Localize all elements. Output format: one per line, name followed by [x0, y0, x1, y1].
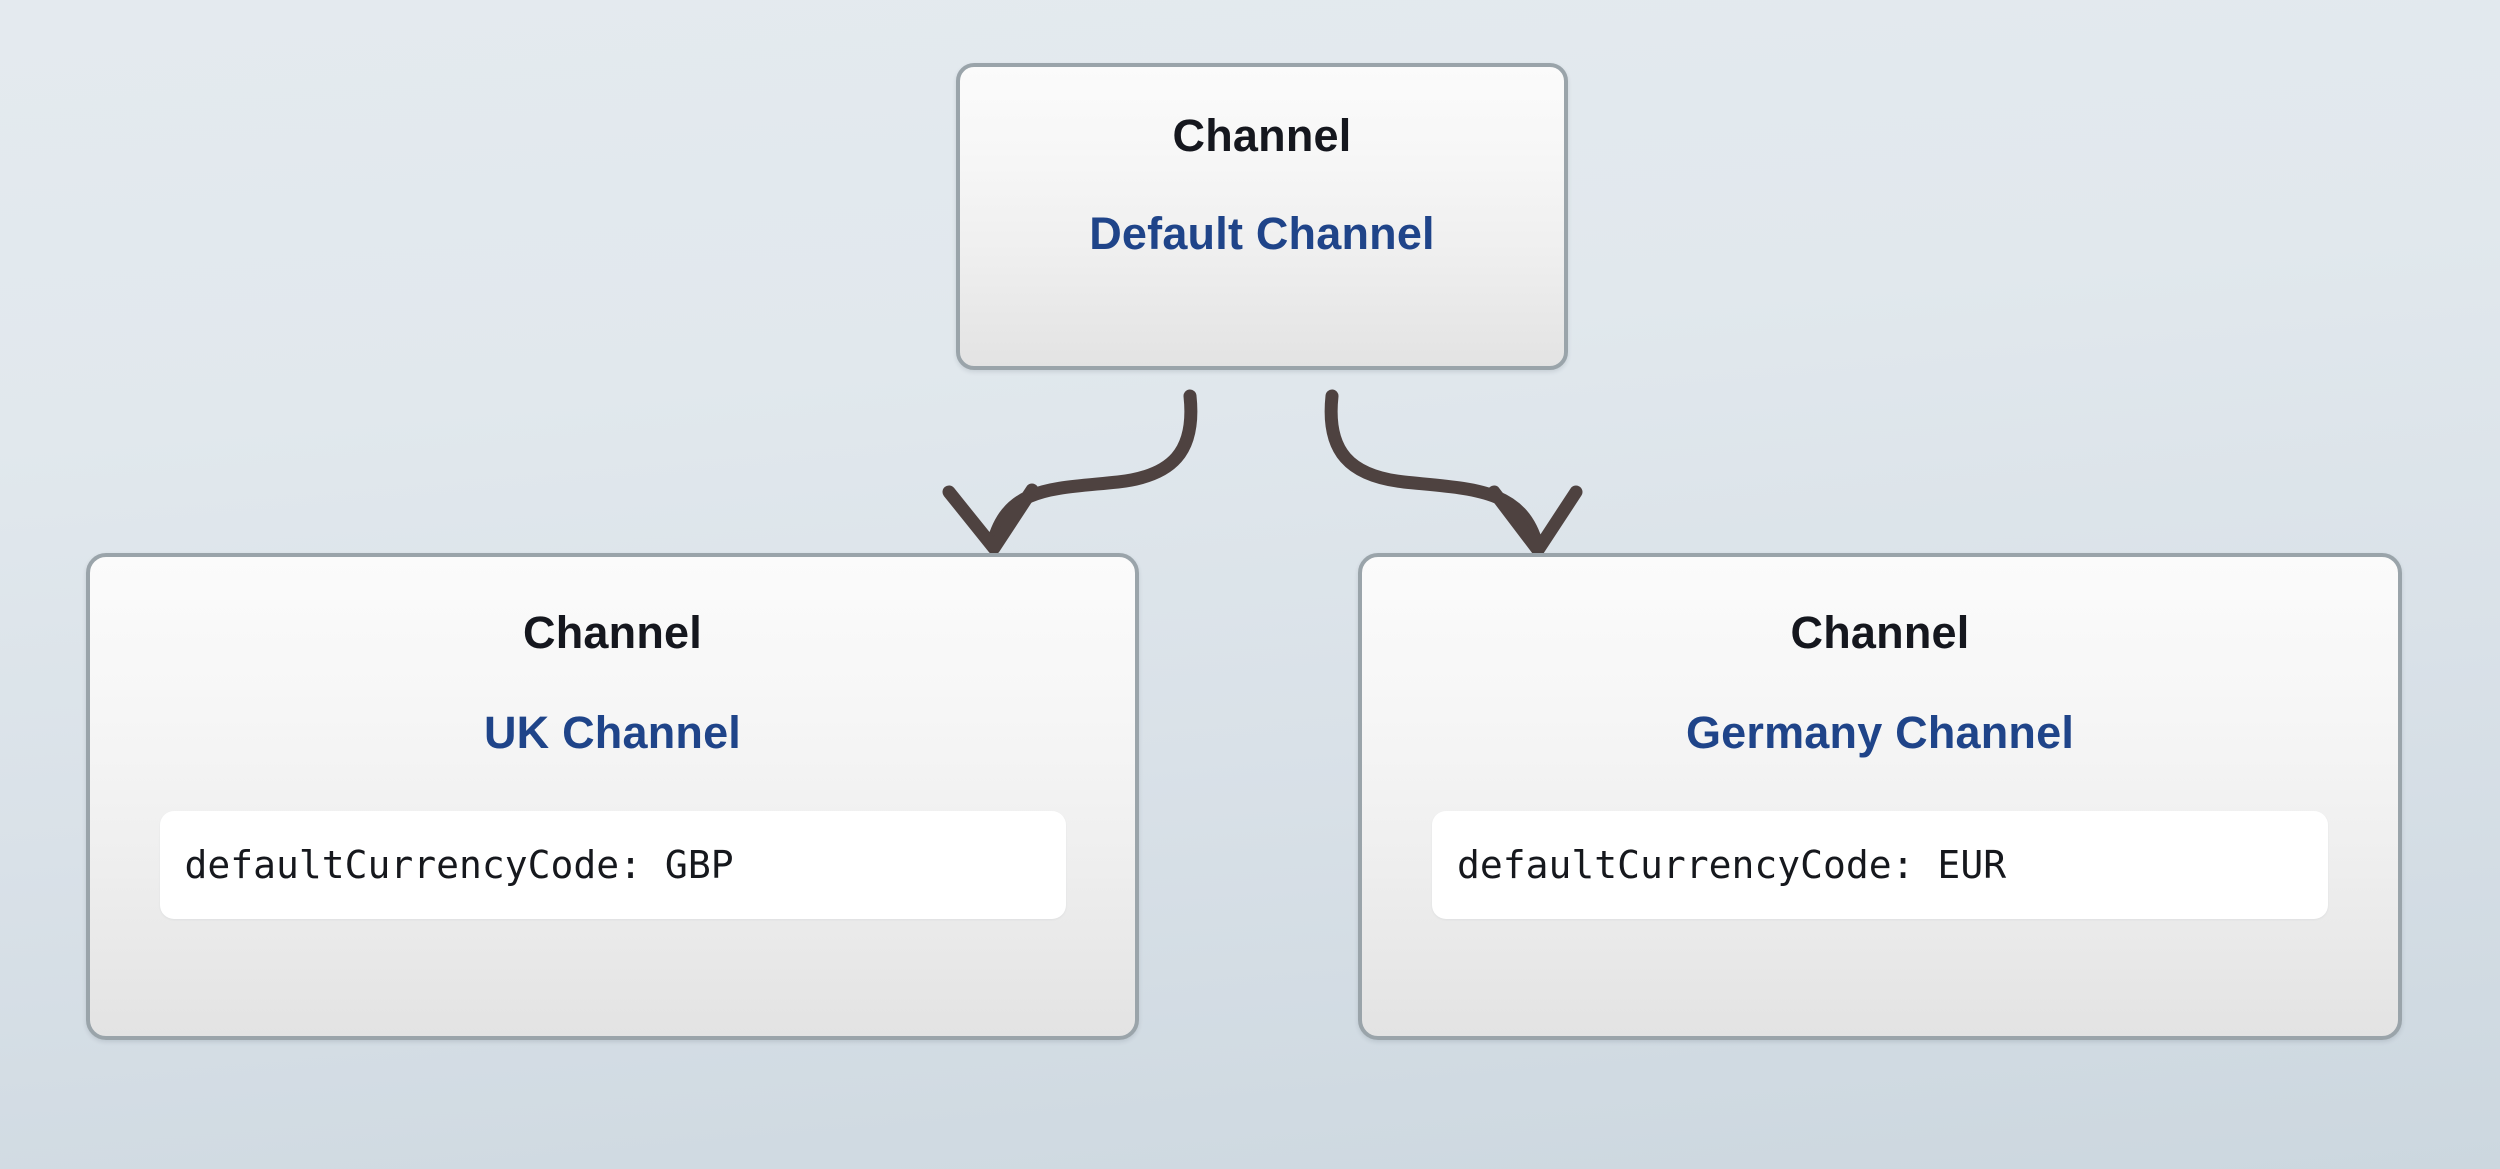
edge-root-to-germany-arrowhead [1487, 485, 1583, 557]
node-title-label: UK Channel [483, 707, 741, 758]
node-type-label: Channel [523, 607, 702, 658]
attribute-text: defaultCurrencyCode: GBP [184, 843, 734, 887]
node-title-label: Default Channel [1089, 208, 1435, 259]
edge-root-to-uk-arrowhead [942, 483, 1039, 555]
node-type-label: Channel [1172, 110, 1352, 161]
attribute-box: defaultCurrencyCode: GBP [159, 811, 1066, 919]
edge-root-to-uk [986, 389, 1198, 550]
node-uk-channel[interactable]: Channel UK Channel defaultCurrencyCode: … [86, 553, 1139, 1040]
node-default-channel[interactable]: Channel Default Channel [956, 63, 1568, 370]
attribute-box: defaultCurrencyCode: EUR [1432, 811, 2328, 919]
node-type-label: Channel [1790, 607, 1970, 658]
node-germany-channel[interactable]: Channel Germany Channel defaultCurrencyC… [1358, 553, 2402, 1040]
edge-root-to-germany [1324, 389, 1544, 552]
attribute-text: defaultCurrencyCode: EUR [1457, 843, 2007, 887]
node-title-label: Germany Channel [1685, 707, 2075, 758]
